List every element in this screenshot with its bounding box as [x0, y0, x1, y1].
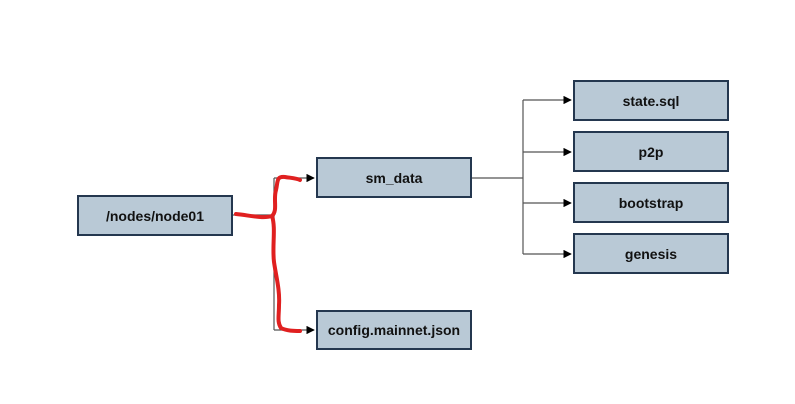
node-state-sql: state.sql	[573, 80, 729, 121]
node-genesis: genesis	[573, 233, 729, 274]
red-annotation-stroke	[234, 174, 302, 333]
node-config: config.mainnet.json	[316, 310, 472, 350]
node-bootstrap: bootstrap	[573, 182, 729, 223]
node-sm-data: sm_data	[316, 157, 472, 198]
node-p2p: p2p	[573, 131, 729, 172]
node-root: /nodes/node01	[77, 195, 233, 236]
